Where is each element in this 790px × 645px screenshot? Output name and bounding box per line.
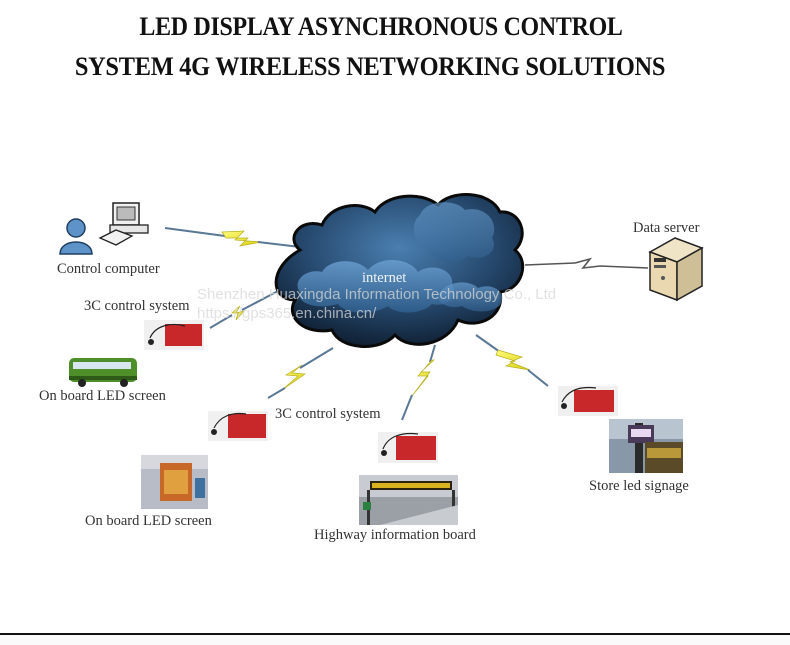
highway-board-photo	[359, 475, 458, 525]
label-control-system-center: 3C control system	[275, 406, 381, 422]
control-board-center-icon	[208, 411, 268, 441]
link-data-server	[524, 257, 649, 270]
control-board-left-icon	[144, 320, 204, 350]
lightning-icon	[231, 305, 246, 321]
bus-icon	[69, 358, 137, 387]
control-computer-icon	[59, 202, 149, 255]
title-line-1: LED DISPLAY ASYNCHRONOUS CONTROL	[139, 12, 623, 41]
label-data-server: Data server	[633, 220, 700, 236]
label-highway: Highway information board	[314, 527, 476, 543]
link-store	[475, 334, 549, 387]
title-line-2: SYSTEM 4G WIRELESS NETWORKING SOLUTIONS	[74, 51, 666, 81]
link-control-system-center	[267, 347, 334, 399]
lightning-icon	[221, 230, 263, 247]
bottom-strip	[0, 635, 790, 645]
lightning-icon	[281, 364, 307, 391]
label-store: Store led signage	[589, 478, 689, 494]
link-control-computer	[164, 227, 301, 248]
internet-cloud-icon	[274, 193, 525, 348]
data-server-icon	[648, 237, 704, 302]
lightning-icon	[495, 349, 531, 371]
watermark-url: https://gps365.en.china.cn/	[197, 305, 377, 322]
label-internet: internet	[362, 270, 407, 286]
link-highway	[401, 344, 436, 421]
watermark-company: Shenzhen Huaxingda Information Technolog…	[197, 286, 557, 303]
label-control-computer: Control computer	[57, 261, 160, 277]
label-onboard-bus: On board LED screen	[39, 388, 166, 404]
control-board-store-icon	[558, 386, 618, 416]
label-control-system-left: 3C control system	[84, 298, 190, 314]
bottom-divider	[0, 633, 790, 635]
label-onboard-screen: On board LED screen	[85, 513, 212, 529]
onboard-screen-photo	[141, 455, 208, 509]
link-control-system-left	[209, 289, 281, 329]
lightning-icon	[411, 359, 435, 397]
store-signage-photo	[609, 419, 683, 473]
control-board-highway-icon	[378, 432, 438, 463]
